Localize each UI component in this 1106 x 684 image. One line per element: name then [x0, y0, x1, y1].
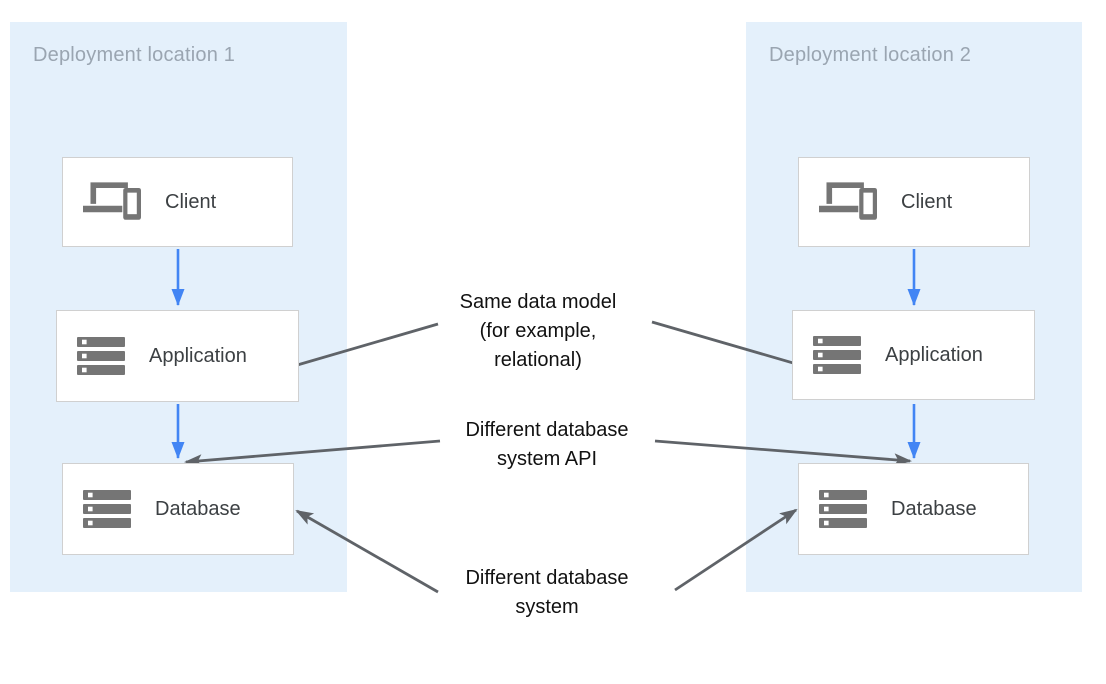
storage-icon: [819, 490, 867, 528]
devices-icon: [83, 182, 141, 220]
node-label: Client: [165, 190, 217, 213]
node-label: Client: [901, 190, 953, 213]
panel-title: Deployment location 2: [769, 44, 972, 66]
annotation-different-database-system: Different database system: [465, 567, 629, 618]
devices-icon: [819, 182, 877, 220]
panel-title: Deployment location 1: [33, 44, 236, 66]
storage-icon: [77, 337, 125, 375]
storage-icon: [813, 336, 861, 374]
node-label: Database: [155, 497, 241, 520]
application-node-2: Application: [792, 310, 1035, 400]
client-node-2: Client: [798, 157, 1030, 247]
annotation-same-data-model: Same data model (for example, relational…: [459, 291, 617, 371]
database-node-1: Database: [62, 463, 294, 555]
node-label: Application: [885, 343, 983, 366]
annotation-different-database-api: Different database system API: [465, 419, 629, 470]
node-label: Application: [149, 344, 247, 367]
database-node-2: Database: [798, 463, 1029, 555]
application-node-1: Application: [56, 310, 299, 402]
node-label: Database: [891, 497, 977, 520]
client-node-1: Client: [62, 157, 293, 247]
storage-icon: [83, 490, 131, 528]
